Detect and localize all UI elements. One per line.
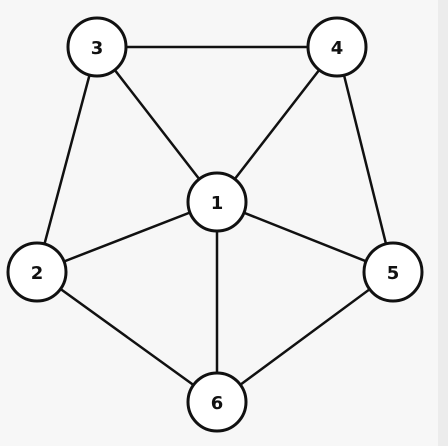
edge-1-2 bbox=[35, 200, 219, 274]
node-6: 6 bbox=[186, 371, 248, 433]
node-2-circle bbox=[6, 241, 68, 303]
node-1-circle bbox=[186, 171, 248, 233]
node-4-circle bbox=[306, 16, 368, 78]
node-3: 3 bbox=[66, 16, 128, 78]
node-4: 4 bbox=[306, 16, 368, 78]
edge-4-5 bbox=[335, 45, 395, 274]
node-3-circle bbox=[66, 16, 128, 78]
edge-2-6 bbox=[35, 270, 219, 404]
edge-5-6 bbox=[215, 270, 395, 404]
edge-4-1 bbox=[215, 45, 339, 204]
node-1: 1 bbox=[186, 171, 248, 233]
edge-1-5 bbox=[215, 200, 395, 274]
graph-nodes: 1 2 3 4 5 6 bbox=[6, 16, 424, 433]
node-6-circle bbox=[186, 371, 248, 433]
edge-3-2 bbox=[35, 45, 99, 274]
node-5: 5 bbox=[362, 241, 424, 303]
node-3-label: 3 bbox=[91, 38, 104, 59]
node-6-label: 6 bbox=[211, 393, 224, 414]
page-edge-strip bbox=[438, 0, 448, 446]
graph-edges bbox=[35, 45, 395, 404]
node-2-label: 2 bbox=[31, 263, 44, 284]
node-5-label: 5 bbox=[387, 263, 400, 284]
node-5-circle bbox=[362, 241, 424, 303]
node-1-label: 1 bbox=[211, 193, 224, 214]
edge-3-1 bbox=[95, 45, 219, 204]
node-2: 2 bbox=[6, 241, 68, 303]
node-4-label: 4 bbox=[331, 38, 344, 59]
